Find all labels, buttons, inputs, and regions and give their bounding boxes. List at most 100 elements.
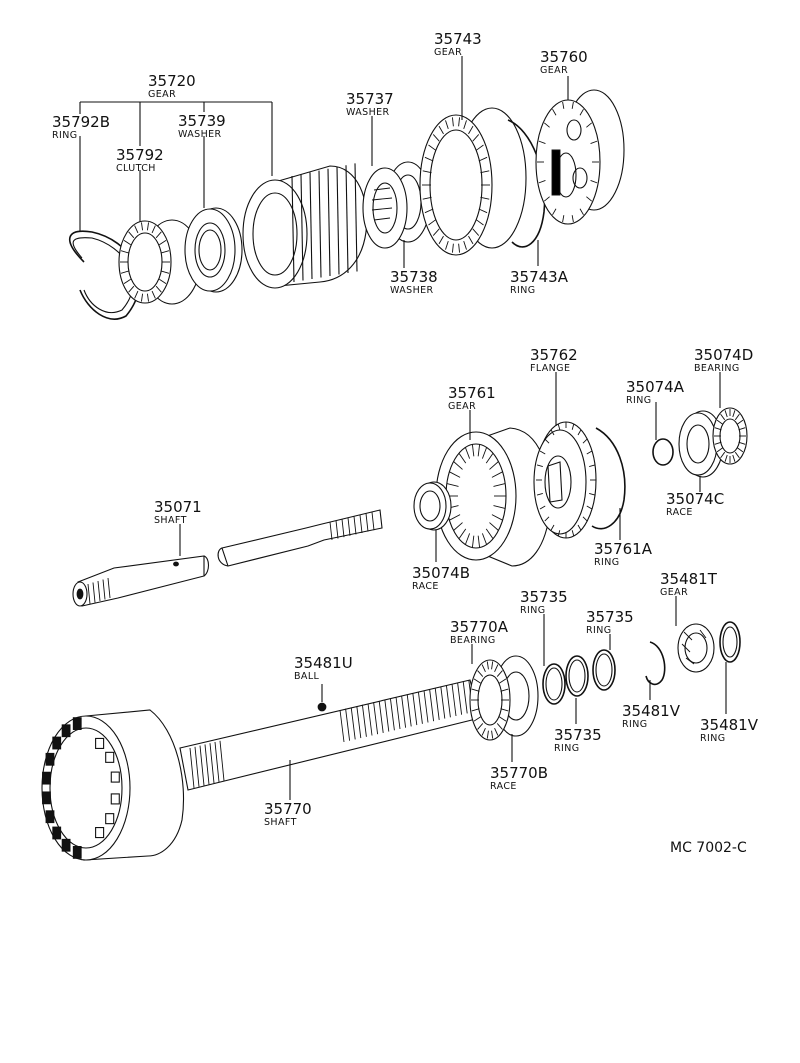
detail-stroke [720, 451, 726, 459]
bearing-35074d-drawing [712, 407, 748, 465]
detail-stroke [389, 698, 395, 731]
detail-stroke [120, 250, 129, 254]
detail-stroke [481, 728, 486, 736]
detail-stroke [543, 196, 550, 202]
detail-stroke [582, 516, 588, 522]
detail-stroke [491, 730, 494, 739]
detail-block [95, 827, 105, 839]
detail-stroke [318, 170, 322, 278]
detail-stroke [481, 533, 488, 545]
detail-stroke [477, 670, 484, 677]
detail-stroke [499, 716, 507, 722]
detail-stroke [477, 444, 481, 457]
detail-stroke [589, 493, 596, 496]
detail-block [45, 810, 55, 824]
detail-stroke [480, 170, 490, 174]
detail-stroke [449, 471, 461, 478]
detail-stroke [151, 225, 156, 234]
detail-stroke [493, 505, 506, 509]
detail-stroke [496, 723, 503, 730]
detail-stroke [354, 163, 358, 272]
detail-stroke [356, 706, 362, 739]
detail-stroke [365, 513, 369, 532]
part-name: BEARING [450, 635, 496, 646]
part-number: 35074D [694, 346, 753, 364]
part-number: 35743 [434, 30, 482, 48]
detail-block [61, 724, 71, 738]
part-name: GEAR [660, 587, 688, 598]
detail-stroke [107, 577, 111, 599]
detail-block [95, 737, 105, 749]
part-name: WASHER [178, 129, 222, 140]
detail-block [45, 752, 55, 766]
detail-stroke [189, 747, 195, 789]
detail-stroke [477, 723, 484, 730]
part-number: 35071 [154, 498, 202, 516]
detail-stroke [471, 708, 480, 712]
detail-stroke [463, 240, 467, 250]
detail-stroke [92, 582, 96, 603]
detail-stroke [412, 693, 418, 726]
part-name: RING [622, 719, 647, 730]
detail-stroke [550, 524, 555, 531]
detail-stroke [557, 423, 561, 430]
detail-stroke [468, 125, 474, 135]
detail-stroke [737, 447, 744, 453]
detail-stroke [544, 516, 550, 522]
detail-block [110, 771, 120, 783]
detail-stroke [586, 450, 593, 455]
detail-block [72, 845, 82, 859]
part-number: 35739 [178, 112, 226, 130]
detail-stroke [367, 703, 373, 736]
part-name: SHAFT [154, 515, 187, 526]
detail-stroke [491, 514, 503, 521]
sun-gear-drum-35761-drawing [435, 427, 551, 567]
part-number: 35735 [520, 588, 568, 606]
gear-rings-35481-drawing [645, 621, 741, 686]
detail-stroke [590, 180, 598, 184]
part-number: 35074C [666, 490, 724, 508]
detail-stroke [493, 483, 506, 487]
detail-stroke [300, 174, 304, 281]
detail-block [52, 826, 62, 840]
detail-stroke [499, 678, 507, 684]
detail-stroke [424, 208, 434, 214]
detail-stroke [159, 278, 167, 285]
detail-stroke [491, 661, 494, 670]
detail-stroke [577, 429, 582, 436]
detail-stroke [214, 741, 220, 783]
part-number: 35761A [594, 540, 653, 558]
detail-stroke [471, 535, 475, 548]
detail-stroke [544, 438, 550, 444]
detail-stroke [140, 222, 144, 231]
detail-block [72, 717, 82, 731]
detail-block [42, 771, 51, 785]
shaft-drum-35770-drawing [41, 679, 481, 861]
part-number: 35074B [412, 564, 470, 582]
detail-stroke [423, 690, 429, 723]
detail-stroke [341, 519, 345, 538]
detail-stroke [550, 429, 555, 436]
part-name: BALL [294, 671, 320, 682]
detail-stroke [473, 678, 481, 684]
detail-stroke [134, 225, 139, 234]
flange-35762-drawing [533, 421, 597, 539]
detail-stroke [428, 144, 437, 151]
detail-stroke [291, 175, 295, 283]
detail-stroke [714, 427, 722, 431]
detail-stroke [586, 122, 593, 128]
detail-stroke [724, 454, 728, 462]
detail-stroke [562, 101, 565, 109]
detail-stroke [345, 708, 351, 741]
detail-stroke [451, 243, 454, 253]
